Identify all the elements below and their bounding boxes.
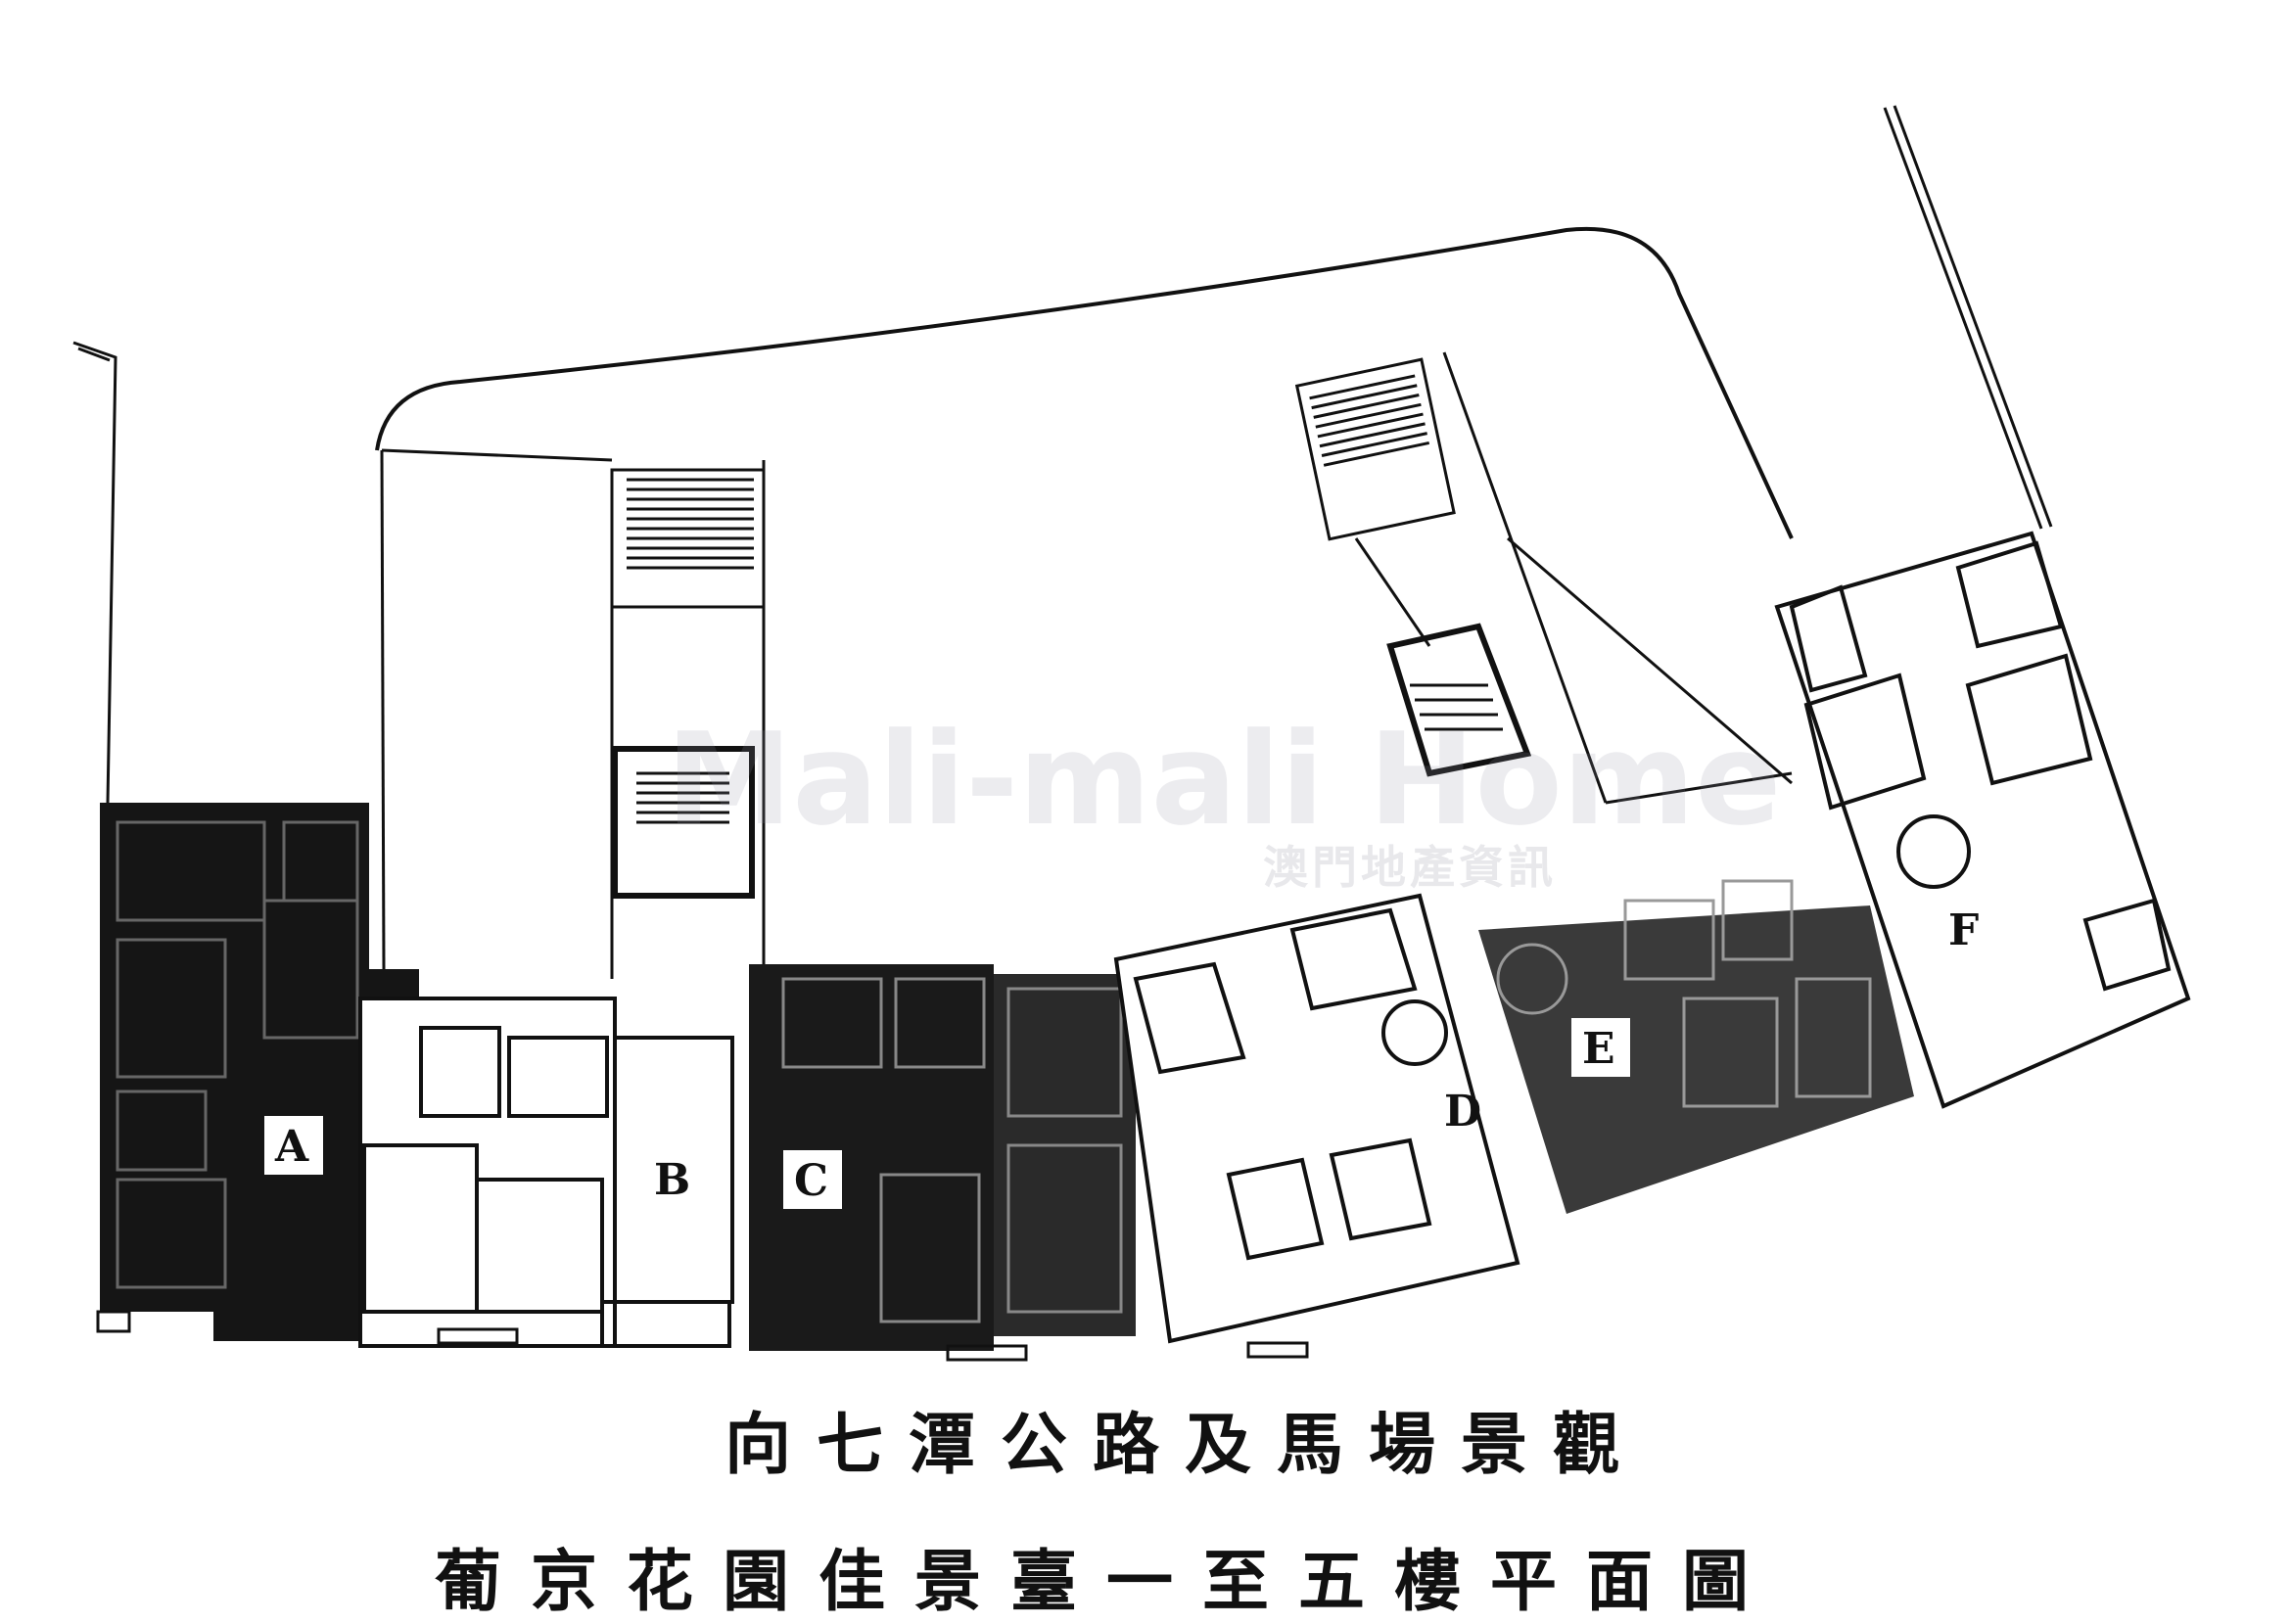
unit-d[interactable]: D: [1113, 893, 1520, 1344]
watermark: Mali-mali Home: [666, 705, 1782, 854]
unit-e[interactable]: E: [1478, 879, 1914, 1214]
watermark-subtext: 澳門地產資訊: [1263, 841, 1557, 894]
unit-label-c: C: [794, 1156, 828, 1206]
unit-label-e: E: [1582, 1024, 1615, 1074]
unit-b[interactable]: B: [358, 997, 734, 1348]
unit-f[interactable]: F: [1774, 531, 2191, 1109]
unit-label-a: A: [274, 1122, 309, 1172]
unit-c[interactable]: C: [749, 964, 1136, 1351]
unit-label-d: D: [1444, 1087, 1481, 1137]
unit-label-f: F: [1948, 905, 1979, 955]
caption-view: 向七潭公路及馬場景觀: [724, 1406, 1645, 1484]
unit-label-b: B: [654, 1155, 690, 1205]
caption-title: 葡京花園佳景臺一至五樓平面圖: [434, 1543, 1778, 1621]
